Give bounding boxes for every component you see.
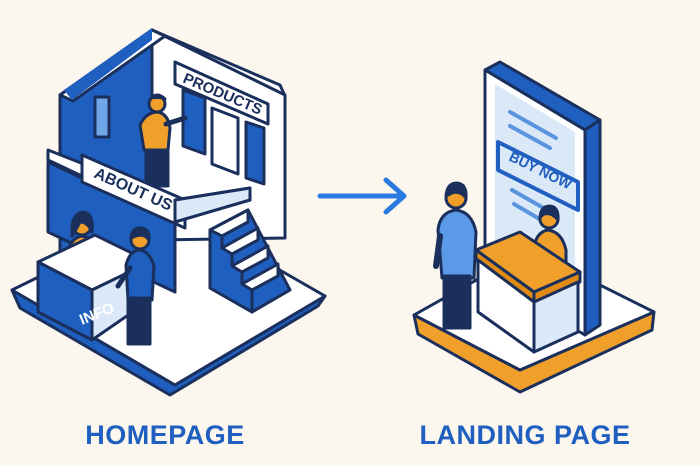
landing-illustration: BUY NOW (412, 60, 656, 394)
arrow-right-icon (317, 177, 407, 215)
homepage-caption: HOMEPAGE (85, 420, 245, 450)
person-pointing (138, 93, 188, 188)
product-panels (181, 88, 266, 186)
visitor-landing (433, 181, 478, 330)
landing-page-caption: LANDING PAGE (419, 420, 631, 450)
staircase (208, 208, 292, 314)
visitor-homepage (115, 226, 156, 346)
counter (474, 230, 582, 354)
homepage-illustration: PRODUCTS ABOUT US (10, 28, 327, 397)
